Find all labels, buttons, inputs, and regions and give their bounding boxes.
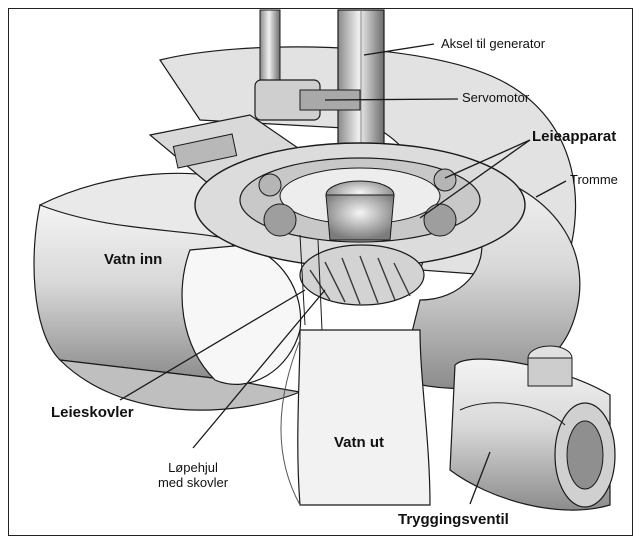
leader-leieapparat-2 xyxy=(419,139,531,219)
label-leieskovler: Leieskovler xyxy=(51,404,134,421)
leader-aksel xyxy=(363,43,435,56)
label-leieapparat: Leieapparat xyxy=(532,128,617,145)
leader-tromme xyxy=(535,180,567,198)
label-vatn-inn: Vatn inn xyxy=(104,251,163,268)
label-vatn-ut: Vatn ut xyxy=(334,434,385,451)
label-tryggingsventil: Tryggingsventil xyxy=(398,511,509,528)
relief-valve xyxy=(449,345,616,511)
label-lopehjul-line1: Løpehjul xyxy=(168,460,218,475)
leader-tryggingsventil xyxy=(469,451,491,505)
leader-lopehjul xyxy=(192,289,326,449)
leader-leieapparat-1 xyxy=(444,139,531,179)
leader-servomotor xyxy=(324,98,459,101)
leader-leieskovler xyxy=(119,289,306,401)
label-lopehjul-med-skovler: Løpehjul med skovler xyxy=(148,460,238,491)
leader-lines xyxy=(119,43,567,505)
label-aksel-til-generator: Aksel til generator xyxy=(441,36,546,51)
label-tromme: Tromme xyxy=(570,172,618,187)
label-lopehjul-line2: med skovler xyxy=(157,474,229,490)
label-servomotor: Servomotor xyxy=(462,90,530,105)
runner-hub xyxy=(299,180,425,331)
